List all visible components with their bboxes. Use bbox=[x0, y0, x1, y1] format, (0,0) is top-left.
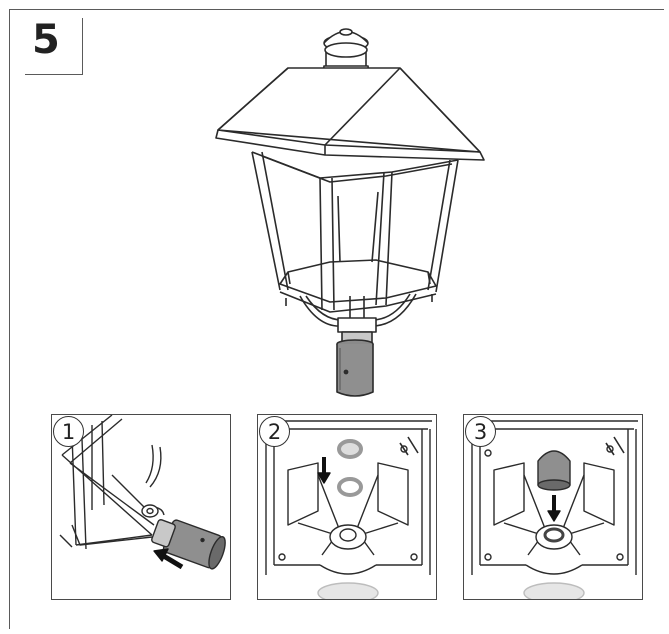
step-badge-1: 1 bbox=[53, 416, 84, 447]
step-badge-2: 2 bbox=[259, 416, 290, 447]
step-number-box bbox=[25, 18, 83, 75]
lantern-illustration bbox=[215, 28, 485, 397]
instruction-frame bbox=[9, 9, 664, 629]
detail-panel-2: 2 bbox=[257, 414, 437, 600]
step-badge-3: 3 bbox=[465, 416, 496, 447]
detail-panel-3: 3 bbox=[463, 414, 643, 600]
detail-panel-1: 1 bbox=[51, 414, 231, 600]
step-number: 5 bbox=[32, 17, 60, 63]
